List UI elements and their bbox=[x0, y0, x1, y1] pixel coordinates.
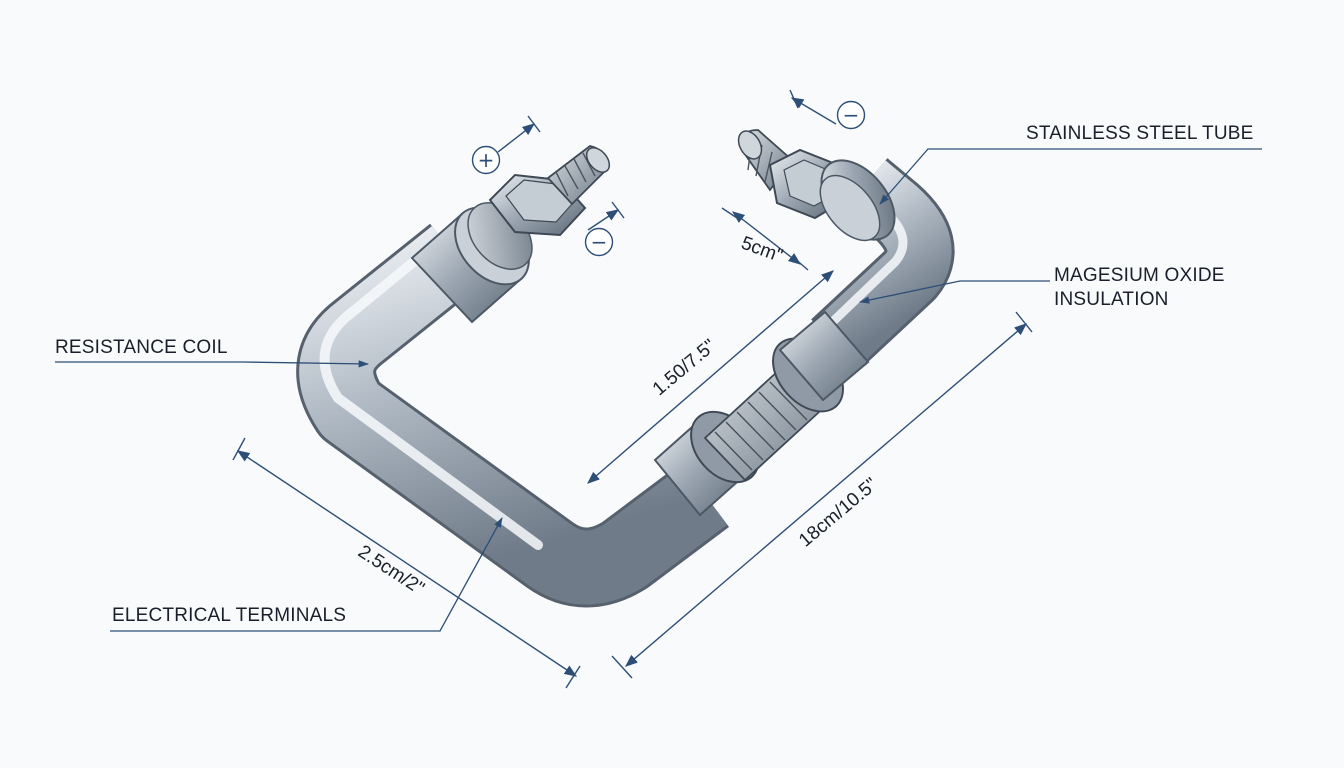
dimension-terminal-gap: 5cm" bbox=[721, 207, 809, 271]
dimension-label-outer-length: 18cm/10.5" bbox=[795, 474, 882, 551]
negative-symbol-right: − bbox=[843, 103, 860, 127]
label-electrical-terminals: ELECTRICAL TERMINALS bbox=[112, 605, 347, 626]
right-collar bbox=[819, 159, 896, 242]
leader-stainless-steel-tube bbox=[879, 148, 1262, 205]
leader-resistance-coil bbox=[55, 360, 370, 368]
dimension-label-inner-length: 1.50/7.5" bbox=[649, 336, 720, 401]
label-resistance-coil: RESISTANCE COIL bbox=[55, 337, 228, 358]
label-insulation-line1: MAGESIUM OXIDE bbox=[1054, 265, 1225, 286]
dimension-left-terminal-ticks bbox=[497, 89, 837, 231]
negative-terminal-marker-left: − bbox=[584, 227, 614, 257]
leader-electrical-terminals bbox=[110, 517, 503, 632]
label-insulation-line2: INSULATION bbox=[1054, 289, 1169, 310]
negative-symbol-left: − bbox=[591, 230, 608, 254]
positive-symbol: + bbox=[478, 148, 495, 172]
label-stainless-steel-tube: STAINLESS STEEL TUBE bbox=[1026, 123, 1254, 144]
dimension-label-terminal-gap: 5cm" bbox=[738, 233, 785, 267]
positive-terminal-marker: + bbox=[471, 145, 501, 175]
left-terminal-stud bbox=[546, 145, 611, 206]
negative-terminal-marker-right: − bbox=[836, 100, 866, 130]
leader-insulation bbox=[858, 280, 1050, 304]
